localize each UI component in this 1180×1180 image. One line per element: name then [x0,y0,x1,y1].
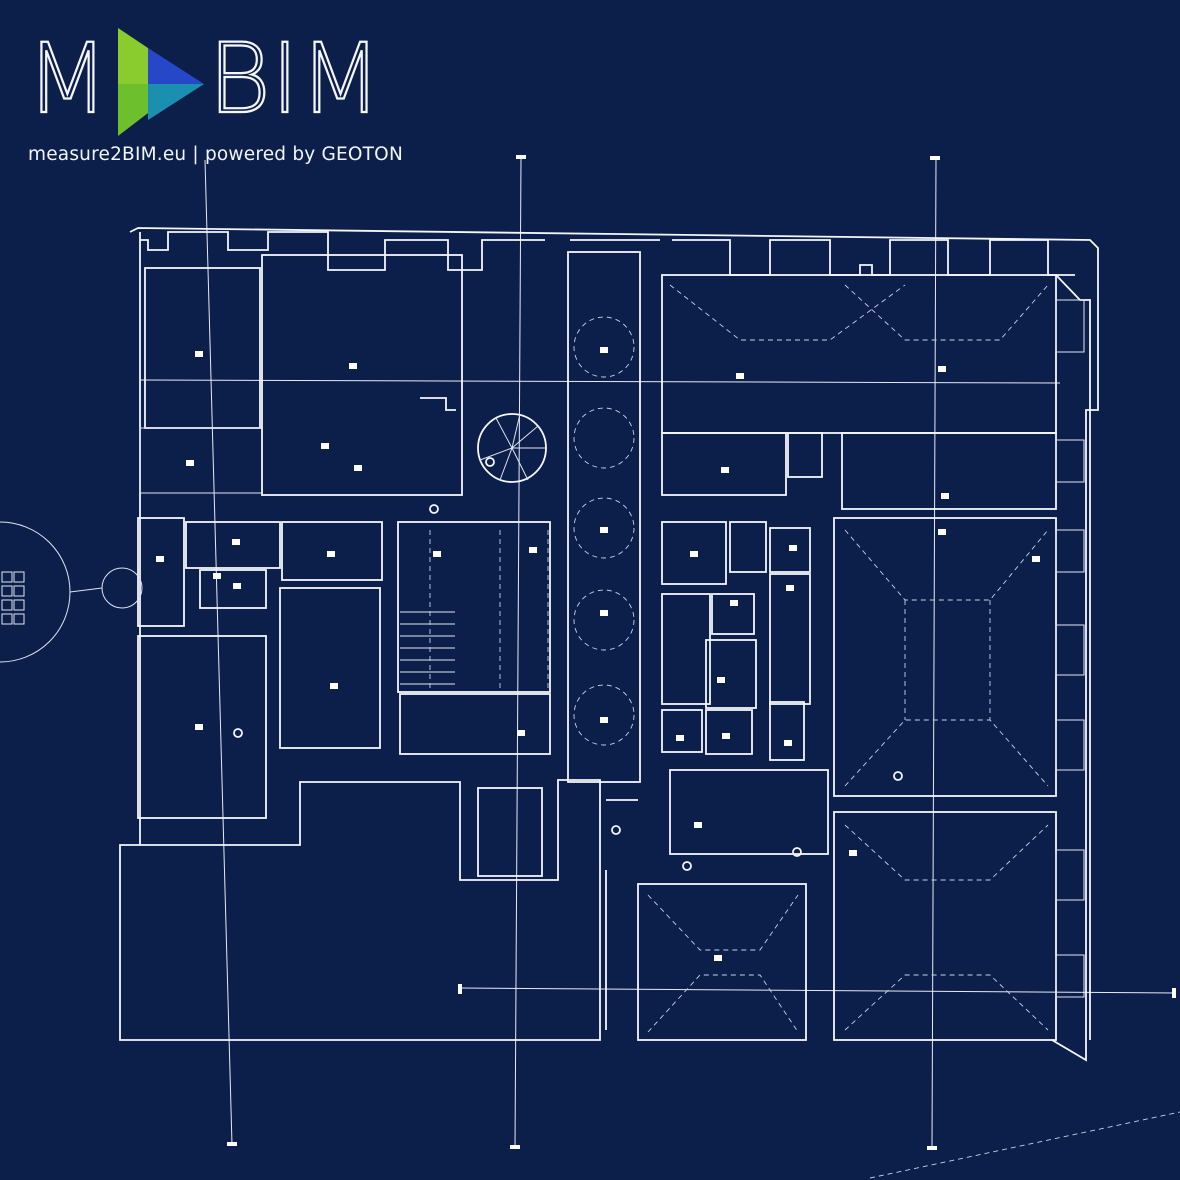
staircase-main [400,530,549,690]
scan-markers [156,347,1040,961]
play-triangle-icon [118,28,204,136]
grid-axis-lines [139,157,1180,1179]
section-markers [233,457,903,871]
left-wing-rooms [137,254,551,877]
logo-letter-m: M [26,28,109,135]
brand-tagline: measure2BIM.eu | powered by GEOTON [28,144,403,165]
brand-block: M BIM measure2BIM.eu | powered by GEOTON [26,28,406,168]
central-corridor [567,251,641,783]
outer-walls [119,227,1099,1062]
west-external-unit [0,521,143,663]
east-windows [1055,299,1085,998]
logo-letters-bim: BIM [208,28,382,135]
m2bim-logo: M BIM [26,28,383,136]
axis-markers [227,155,1176,1150]
right-wing-rooms [605,274,1091,1041]
